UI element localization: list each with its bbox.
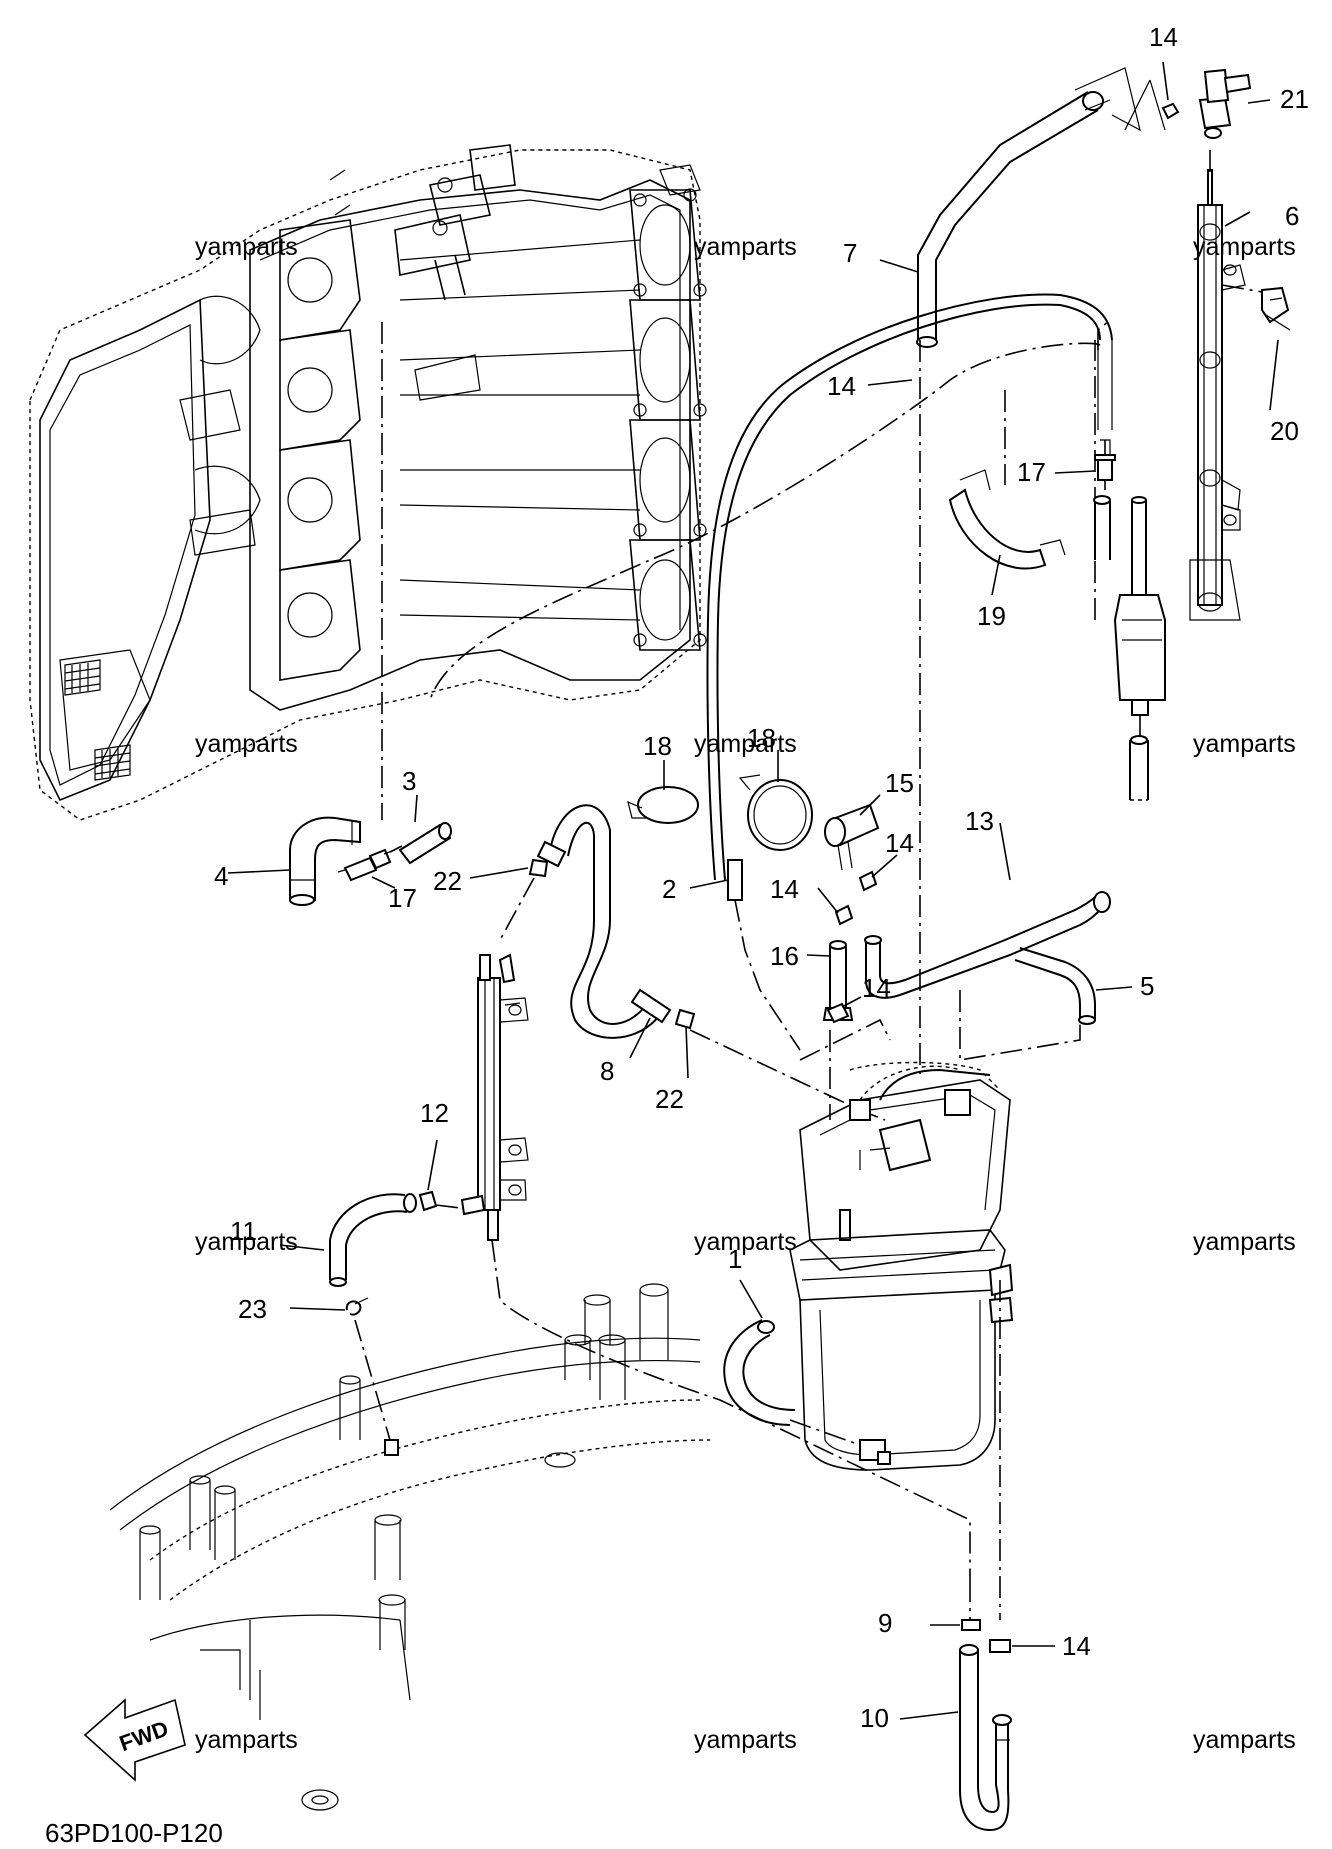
callout-12: 12 [420,1098,449,1128]
vapor-separator-drawing [723,340,1014,1471]
watermark: yamparts [195,730,298,758]
callout-14-mid-left: 14 [770,874,799,904]
callout-22-lower: 22 [655,1084,684,1114]
callout-19: 19 [977,601,1006,631]
callout-5: 5 [1140,971,1154,1001]
callout-10: 10 [860,1703,889,1733]
bottom-cowling-drawing [109,1283,711,1811]
parts-13-16-drawing [727,803,1111,1061]
callout-18-right: 18 [747,723,776,753]
leader-lines [227,61,1279,1720]
hose-8-drawing [499,774,886,1121]
fwd-label: FWD [116,1716,172,1757]
callout-11: 11 [230,1216,257,1246]
watermark: yamparts [694,730,797,758]
callout-2: 2 [662,874,676,904]
callout-6: 6 [1285,201,1299,231]
watermarks: yamparts yamparts yamparts yamparts yamp… [195,233,1296,1754]
watermark: yamparts [1193,730,1296,758]
callout-23: 23 [238,1294,267,1324]
intake-manifold-drawing [29,144,707,821]
callout-14-upper: 14 [827,371,856,401]
callout-1: 1 [728,1244,742,1274]
callout-4: 4 [214,861,228,891]
callout-21: 21 [1280,84,1309,114]
watermark: yamparts [1193,233,1296,261]
callout-8: 8 [600,1056,614,1086]
callout-16: 16 [770,941,799,971]
hose-10-drawing [959,1280,1012,1832]
watermark: yamparts [694,1228,797,1256]
callout-15: 15 [885,768,914,798]
callout-20: 20 [1270,416,1299,446]
fuel-cooler-drawing [329,953,971,1580]
callout-3: 3 [402,766,416,796]
callout-7: 7 [843,238,857,268]
callout-14-top: 14 [1149,22,1178,52]
callout-labels: 14 21 7 6 14 20 17 19 18 18 15 3 4 17 22… [214,22,1309,1733]
callout-13: 13 [965,806,994,836]
watermark: yamparts [195,233,298,261]
watermark: yamparts [1193,1228,1296,1256]
callout-22-upper: 22 [433,866,462,896]
watermark: yamparts [694,1726,797,1754]
diagram-code: 63PD100-P120 [45,1818,223,1848]
watermark: yamparts [195,1228,298,1256]
parts-3-4-17-drawing [289,816,452,906]
fuel-filter-drawing [948,340,1166,801]
watermark: yamparts [1193,1726,1296,1754]
callout-14-bottom: 14 [1062,1631,1091,1661]
callout-14-mid-right: 14 [885,828,914,858]
watermark: yamparts [195,1726,298,1754]
callout-17-filter: 17 [1017,457,1046,487]
callout-17-left: 17 [388,883,417,913]
callout-18-left: 18 [643,731,672,761]
callout-9: 9 [878,1608,892,1638]
fwd-arrow-icon: FWD [83,1698,186,1782]
fuel-rail-drawing [1124,68,1291,621]
watermark: yamparts [694,233,797,261]
long-vent-hose-drawing [429,293,1113,881]
hose-7-drawing [916,67,1141,348]
callout-14-lower: 14 [862,973,891,1003]
